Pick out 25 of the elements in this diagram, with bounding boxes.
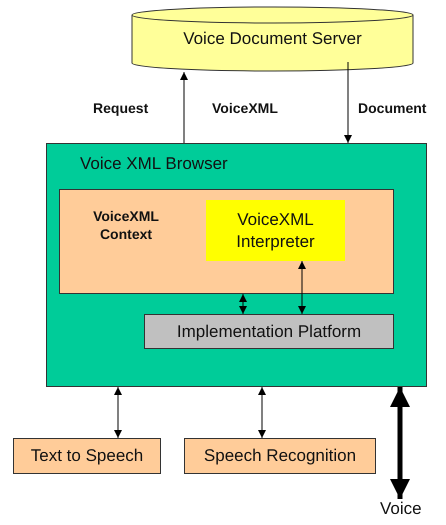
- node-label: Voice XML Browser: [80, 153, 228, 174]
- arrow: [180, 72, 188, 144]
- double-arrow: [298, 260, 306, 314]
- server-cylinder: [131, 6, 414, 72]
- interpreter-box: [206, 200, 345, 261]
- node-label: Text to Speech: [30, 445, 144, 467]
- context-box: [59, 189, 394, 294]
- double-arrow: [258, 386, 266, 438]
- double-arrow: [239, 294, 247, 314]
- browser-box: [46, 143, 427, 387]
- edge-label: Request: [93, 100, 148, 116]
- recognition-box: [184, 438, 376, 474]
- platform-box: [144, 314, 394, 349]
- double-arrow: [390, 387, 410, 499]
- tts-box: [13, 438, 161, 474]
- arrow: [344, 62, 352, 144]
- node-label: VoiceXML Interpreter: [235, 209, 316, 252]
- node-label: Speech Recognition: [204, 445, 356, 467]
- node-label: Implementation Platform: [176, 320, 362, 342]
- voice-label: Voice: [380, 499, 422, 519]
- double-arrow: [114, 386, 122, 438]
- flow-label: VoiceXML: [212, 100, 278, 116]
- node-label: Voice Document Server: [183, 28, 362, 50]
- edge-label: Document: [358, 100, 426, 116]
- node-label: VoiceXML Context: [92, 208, 160, 243]
